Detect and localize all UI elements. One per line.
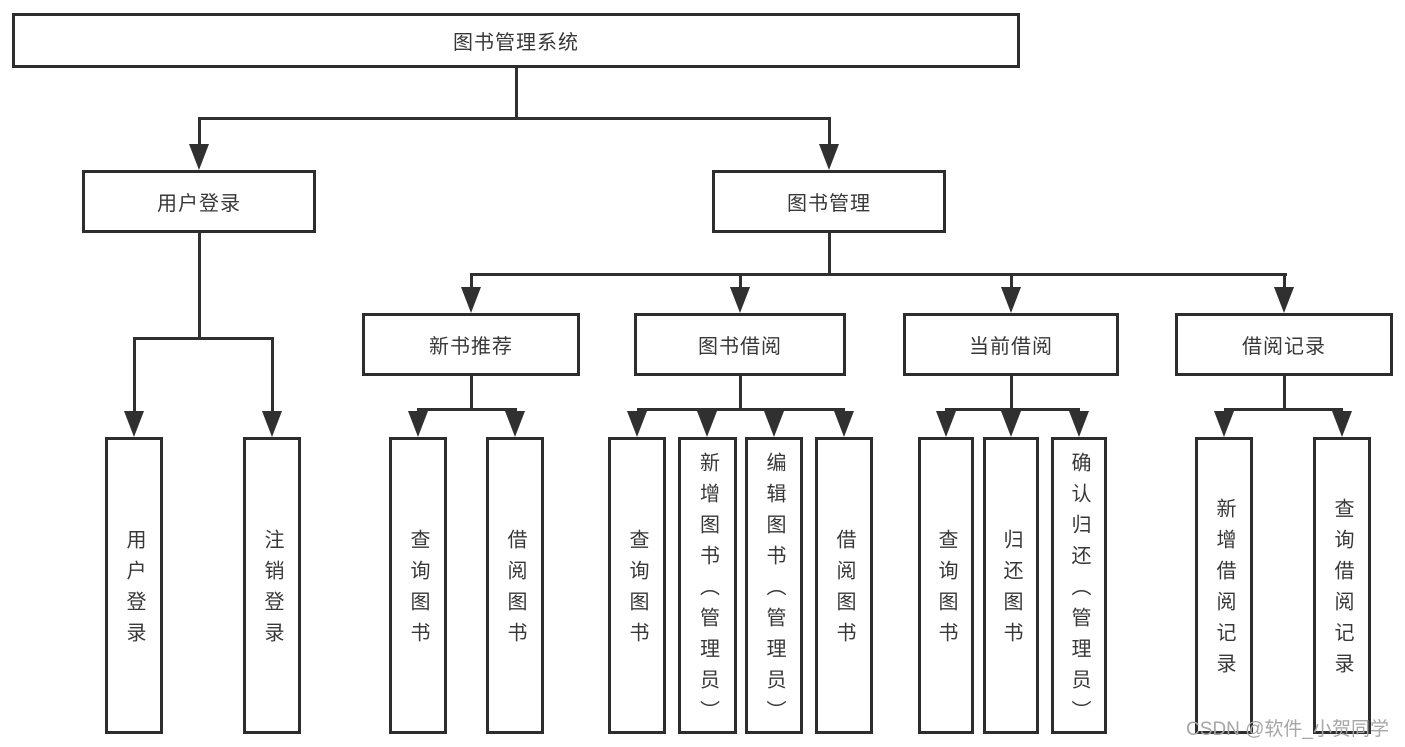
node-book-management: 图书管理 [712,170,946,233]
connector-bookborrow-h [637,408,845,411]
arrow-down-icon [262,411,282,437]
node-bb-add-books-admin-label: 新增图书（管理员） [696,451,719,731]
node-borrowing-records: 借阅记录 [1175,313,1393,376]
arrow-down-icon [1001,287,1021,313]
node-new-book-recommendation: 新书推荐 [362,313,580,376]
node-borrowing-records-label: 借阅记录 [1242,336,1326,358]
arrow-down-icon [730,287,750,313]
connector-root-v [515,68,518,120]
node-br-query-record: 查询借阅记录 [1313,437,1371,734]
node-cb-return-books: 归还图书 [983,437,1039,734]
node-cb-confirm-return-admin-label: 确认归还（管理员） [1068,451,1090,731]
connector-currentborrow-v [1010,376,1013,411]
connector-userlogin-drop-2 [271,337,274,415]
node-user-login-module-label: 用户登录 [157,193,241,215]
arrow-down-icon [189,144,209,170]
node-leaf-user-login-label: 用户登录 [123,529,145,653]
node-leaf-logout: 注销登录 [243,437,301,734]
connector-userlogin-drop-1 [133,337,136,415]
arrow-down-icon [124,411,144,437]
node-new-book-recommendation-label: 新书推荐 [429,336,513,358]
arrow-down-icon [1001,411,1021,437]
node-cb-return-books-label: 归还图书 [1000,529,1022,653]
connector-userlogin-v [198,233,201,337]
connector-borrowrecords-h [1224,408,1343,411]
node-br-query-record-label: 查询借阅记录 [1331,498,1353,684]
connector-root-h [198,117,831,120]
arrow-down-icon [461,287,481,313]
node-nb-borrow-books-label: 借阅图书 [504,529,526,653]
connector-userlogin-h [133,337,274,340]
connector-newbook-h [417,408,517,411]
connector-borrowrecords-v [1283,376,1286,411]
node-cb-confirm-return-admin: 确认归还（管理员） [1051,437,1107,734]
node-br-add-record: 新增借阅记录 [1195,437,1253,734]
arrow-down-icon [408,411,428,437]
connector-l3-drop-3 [1010,273,1013,291]
connector-newbook-v [470,376,473,411]
node-book-borrowing: 图书借阅 [634,313,846,376]
node-cb-query-books-label: 查询图书 [935,529,957,653]
connector-bookborrow-v [739,376,742,411]
node-bb-borrow-books: 借阅图书 [815,437,873,734]
watermark: CSDN @软件_小贺同学 [1186,719,1389,740]
node-bb-edit-books-admin: 编辑图书（管理员） [745,437,803,734]
node-root-label: 图书管理系统 [453,32,579,54]
node-nb-borrow-books: 借阅图书 [486,437,544,734]
arrow-down-icon [1332,411,1352,437]
node-nb-query-books-label: 查询图书 [407,529,429,653]
connector-l3-drop-2 [739,273,742,291]
arrow-down-icon [1069,411,1089,437]
node-bb-borrow-books-label: 借阅图书 [833,529,855,653]
node-user-login-module: 用户登录 [82,170,316,233]
node-bb-query-books-label: 查询图书 [626,529,648,653]
node-book-management-label: 图书管理 [787,193,871,215]
arrow-down-icon [819,144,839,170]
node-bb-query-books: 查询图书 [608,437,666,734]
node-cb-query-books: 查询图书 [918,437,974,734]
node-leaf-logout-label: 注销登录 [261,529,283,653]
connector-l3-drop-4 [1283,273,1286,291]
node-current-borrowing-label: 当前借阅 [969,336,1053,358]
connector-root-drop-right [828,117,831,150]
arrow-down-icon [505,411,525,437]
connector-bookmgmt-h [470,273,1287,276]
node-nb-query-books: 查询图书 [389,437,447,734]
arrow-down-icon [1274,287,1294,313]
node-root: 图书管理系统 [12,13,1020,68]
node-br-add-record-label: 新增借阅记录 [1213,498,1235,684]
node-bb-edit-books-admin-label: 编辑图书（管理员） [763,451,785,731]
arrow-down-icon [697,411,717,437]
node-bb-add-books-admin: 新增图书（管理员） [678,437,737,734]
connector-l3-drop-1 [470,273,473,291]
connector-bookmgmt-v [828,233,831,276]
node-book-borrowing-label: 图书借阅 [698,336,782,358]
connector-root-drop-left [198,117,201,150]
arrow-down-icon [834,411,854,437]
connector-currentborrow-h [945,408,1080,411]
arrow-down-icon [1214,411,1234,437]
arrow-down-icon [627,411,647,437]
node-current-borrowing: 当前借阅 [903,313,1119,376]
arrow-down-icon [936,411,956,437]
node-leaf-user-login: 用户登录 [105,437,163,734]
arrow-down-icon [764,411,784,437]
